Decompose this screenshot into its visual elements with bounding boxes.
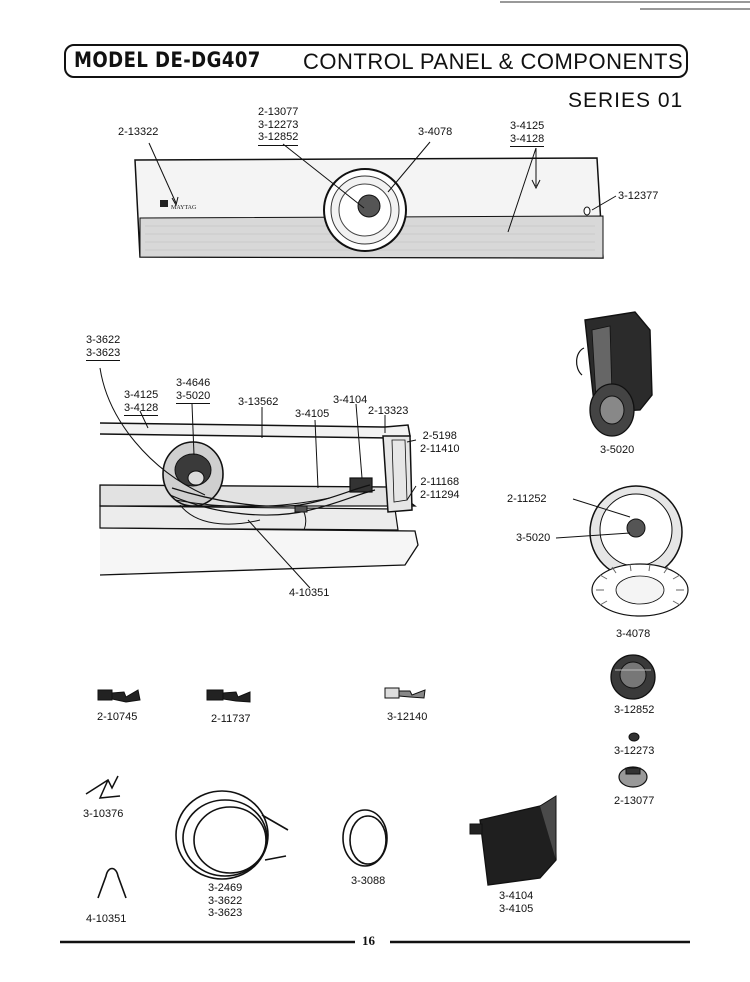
part-number-text: 3-12273 (258, 118, 299, 131)
part-number-text: 3-4125 (124, 389, 159, 401)
part-number-text: 3-3622 (86, 334, 121, 346)
callout-3-12852: 3-12852 (614, 704, 654, 717)
part-number-text: 2-13077 (614, 795, 655, 807)
page-title: CONTROL PANEL & COMPONENTS (303, 49, 684, 74)
wire-clip-3-10376-drawing (85, 775, 121, 799)
page-number: 16 (362, 933, 375, 948)
callout-3-3088: 3-3088 (351, 875, 385, 888)
series-label: SERIES 01 (568, 89, 684, 112)
clip-4-10351-drawing (97, 867, 127, 899)
callout-2-11252: 2-11252 (507, 493, 547, 506)
part-number-text: 4-10351 (289, 587, 330, 599)
callout-3-5020-motor: 3-5020 (600, 444, 634, 457)
part-number-text: 3-12852 (614, 704, 655, 716)
part-number-text: 3-4104 (499, 890, 534, 902)
callout-3-5020-dial: 3-5020 (516, 532, 550, 545)
part-number-text: 3-4105 (295, 408, 330, 420)
part-number-text: 3-5020 (176, 390, 211, 404)
callout-3-12273: 3-12273 (614, 745, 654, 758)
part-number-text: 2-11252 (507, 493, 547, 505)
part-number-text: 2-11168 (420, 476, 460, 488)
part-number-text: 2-11737 (211, 713, 251, 725)
brand-mark: MAYTAG (171, 205, 197, 211)
terminal-2-10745-drawing (97, 689, 141, 703)
part-number-text: 2-5198 (422, 430, 457, 442)
part-number-text: 2-13323 (368, 405, 409, 417)
callout-3-4078-dial: 3-4078 (616, 628, 650, 641)
spacer-drawing (628, 732, 640, 742)
callout-3-10376: 3-10376 (83, 808, 123, 821)
title-box: MODEL DE-DG407 CONTROL PANEL & COMPONENT… (64, 44, 688, 78)
callout-2-13322: 2-13322 (118, 126, 158, 139)
model-number: MODEL DE-DG407 (74, 48, 261, 72)
part-number-text: 3-12140 (387, 711, 428, 723)
callout-3-4105: 3-4105 (295, 408, 329, 421)
callout-3-4104: 3-4104 (333, 394, 367, 407)
part-number-text: 3-3623 (86, 347, 121, 361)
part-number-text: 3-4078 (418, 126, 453, 138)
callout-3-13562: 3-13562 (238, 396, 278, 409)
knob-skirt-drawing (618, 766, 648, 788)
terminal-2-11737-drawing (206, 689, 251, 703)
part-number-text: 3-12377 (618, 190, 659, 202)
part-number-text: 3-2469 (208, 882, 243, 894)
part-number-text: 3-5020 (600, 444, 635, 456)
part-number-text: 2-11410 (420, 442, 460, 455)
part-number-text: 3-3622 (208, 894, 243, 907)
switch-3-4104-drawing (469, 795, 557, 886)
callout-4-10351-mid: 4-10351 (289, 587, 329, 600)
callout-2-10745: 2-10745 (97, 711, 137, 724)
indicator-lamp (583, 206, 591, 216)
part-number-text: 3-4125 (510, 120, 545, 132)
part-number-text: 3-4128 (510, 133, 545, 147)
control-panel-assembly-drawing (99, 422, 419, 576)
part-number-text: 2-11294 (420, 488, 460, 501)
part-number-text: 3-4128 (124, 402, 159, 416)
part-number-text: 3-4078 (616, 628, 651, 640)
control-panel-drawing (134, 157, 604, 259)
terminal-3-12140-drawing (384, 687, 426, 699)
part-number-text: 3-10376 (83, 808, 124, 820)
callout-3-12140: 3-12140 (387, 711, 427, 724)
part-number-text: 2-13322 (118, 126, 159, 138)
callout-3-4078-top: 3-4078 (418, 126, 452, 139)
harness-3-3088-drawing (342, 809, 388, 867)
callout-4-10351-bottom: 4-10351 (86, 913, 126, 926)
brand-logo-icon (160, 200, 168, 207)
part-number-text: 3-12852 (258, 131, 299, 146)
part-number-text: 4-10351 (86, 913, 127, 925)
part-number-text: 3-5020 (516, 532, 551, 544)
timer-motor-drawing (576, 311, 653, 437)
part-number-text: 2-10745 (97, 711, 138, 723)
callout-2-11737: 2-11737 (211, 713, 251, 726)
callout-2-13323: 2-13323 (368, 405, 408, 418)
part-number-text: 3-3088 (351, 875, 386, 887)
harness-3-2469-drawing (175, 790, 289, 880)
dial-assembly-drawing (589, 485, 689, 617)
part-number-text: 3-12273 (614, 745, 655, 757)
callout-2-13077: 2-13077 (614, 795, 654, 808)
part-number-text: 3-4646 (176, 377, 211, 389)
part-number-text: 2-13077 (258, 106, 299, 118)
part-number-text: 3-13562 (238, 396, 279, 408)
part-number-text: 3-3623 (208, 907, 243, 919)
knob-drawing (610, 654, 656, 700)
part-number-text: 3-4104 (333, 394, 368, 406)
part-number-text: 3-4105 (499, 902, 534, 915)
callout-3-12377: 3-12377 (618, 190, 658, 203)
